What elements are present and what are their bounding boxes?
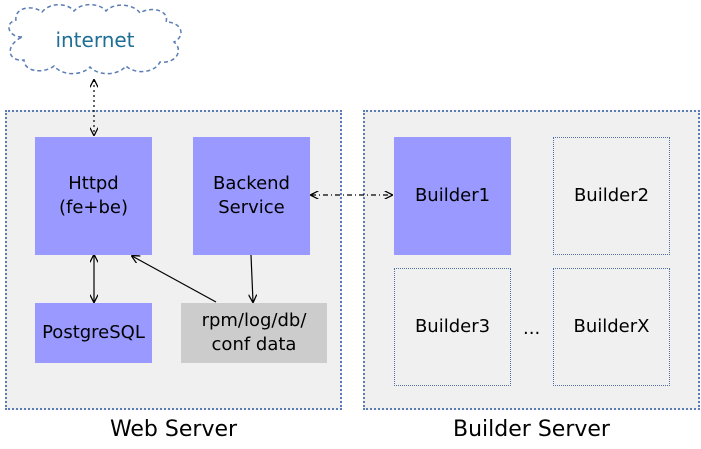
builder-server-caption: Builder Server xyxy=(453,417,610,442)
data-store-node: rpm/log/db/ conf data xyxy=(181,303,327,363)
builder-ellipsis: ... xyxy=(523,318,541,339)
data-to-httpd-arrow xyxy=(132,256,217,303)
backend-service-node: Backend Service xyxy=(193,137,310,255)
internet-label: internet xyxy=(55,28,135,52)
builder3-node: Builder3 xyxy=(394,268,511,386)
builder1-node: Builder1 xyxy=(394,137,511,255)
cloud-icon xyxy=(8,3,182,75)
builderx-node: BuilderX xyxy=(553,268,670,386)
httpd-node: Httpd (fe+be) xyxy=(35,137,152,255)
postgresql-node: PostgreSQL xyxy=(35,303,152,363)
web-server-caption: Web Server xyxy=(109,417,238,442)
backend-to-data-arrow xyxy=(251,254,253,302)
builder2-node: Builder2 xyxy=(553,137,670,255)
